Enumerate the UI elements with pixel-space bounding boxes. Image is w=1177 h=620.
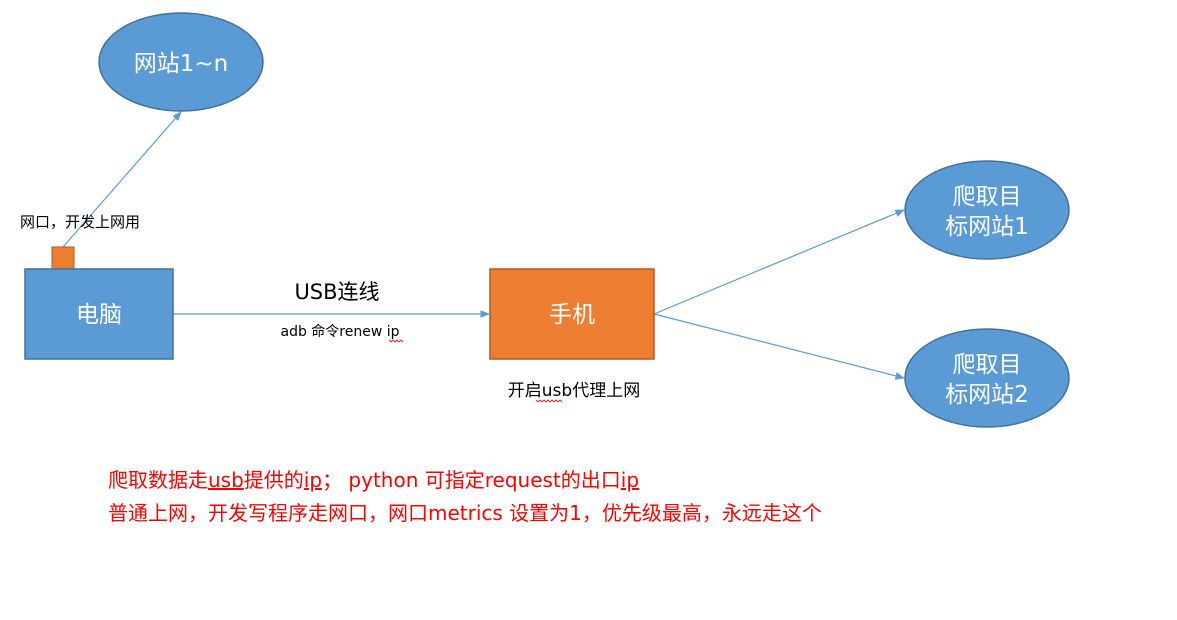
target-2-label-line1: 爬取目 [953, 352, 1022, 378]
target-1-ellipse [904, 160, 1070, 260]
node-phone: 手机 [489, 268, 655, 360]
connector-port-to-websites [62, 111, 182, 248]
node-target-2: 爬取目 标网站2 [904, 328, 1070, 428]
spellcheck-underline-usb [535, 399, 563, 403]
note-1-part-4: ip [303, 468, 323, 492]
target-1-label-line1: 爬取目 [953, 184, 1022, 210]
node-target-1: 爬取目 标网站1 [904, 160, 1070, 260]
usb-cable-label: USB连线 [294, 280, 379, 304]
network-port-label: 网口，开发上网用 [20, 213, 140, 231]
target-1-label-line2: 标网站1 [945, 214, 1029, 240]
note-1-part-2: usb [208, 468, 244, 492]
phone-label: 手机 [549, 302, 595, 328]
adb-command-label: adb 命令renew ip [280, 323, 399, 340]
note-1-part-5: ； python 可指定request的出口 [322, 468, 621, 492]
spellcheck-underline-ip [388, 339, 404, 343]
usb-proxy-label: 开启usb代理上网 [508, 381, 640, 401]
computer-box [24, 268, 174, 360]
computer-label: 电脑 [76, 302, 122, 328]
websites-label: 网站1~n [134, 51, 228, 77]
websites-ellipse [98, 12, 264, 112]
note-line-2: 普通上网，开发写程序走网口，网口metrics 设置为1，优先级最高，永远走这个 [108, 501, 822, 525]
note-1-part-6: ip [620, 468, 640, 492]
node-computer: 电脑 [24, 268, 174, 360]
node-websites: 网站1~n [98, 12, 264, 112]
connector-phone-to-target-2 [653, 313, 905, 380]
connector-phone-to-target-1 [653, 209, 905, 315]
note-line-1: 爬取数据走usb提供的ip； python 可指定request的出口ip [108, 467, 639, 493]
target-2-ellipse [904, 328, 1070, 428]
phone-box [489, 268, 655, 360]
note-1-part-1: 爬取数据走 [108, 468, 208, 492]
note-1-part-3: 提供的 [243, 468, 304, 492]
target-2-label-line2: 标网站2 [945, 382, 1029, 408]
network-port-square [51, 246, 75, 270]
